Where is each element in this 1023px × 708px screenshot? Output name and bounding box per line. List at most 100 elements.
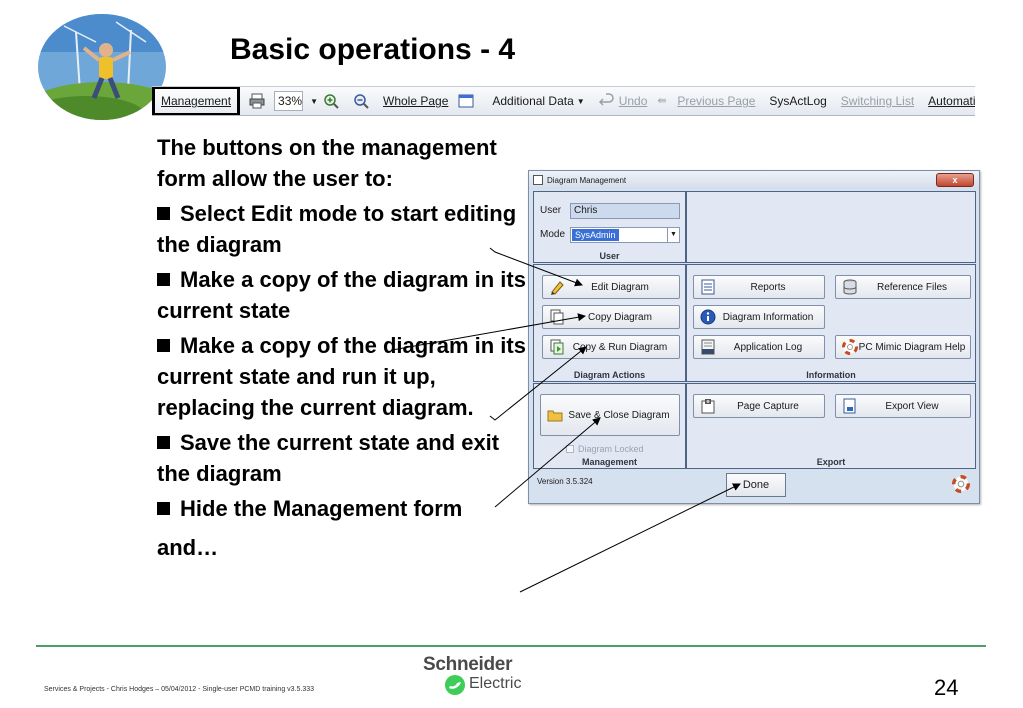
- management-panel: Save & Close Diagram Diagram Locked Mana…: [533, 383, 686, 469]
- sysactlog-label: SysActLog: [769, 94, 827, 108]
- slide-title: Basic operations - 4: [230, 33, 516, 66]
- panel-label: Information: [806, 370, 856, 380]
- print-button[interactable]: [244, 87, 274, 115]
- zoom-out-button[interactable]: [348, 87, 378, 115]
- camera-page-icon: [701, 399, 715, 414]
- window-icon: [458, 94, 474, 108]
- export-view-button[interactable]: Export View: [835, 394, 971, 418]
- page-number: 24: [934, 675, 959, 700]
- export-panel: Page Capture Export View Export: [686, 383, 976, 469]
- help-label: PC Mimic Diagram Help: [858, 341, 966, 353]
- whole-page-label: Whole Page: [383, 94, 449, 108]
- bullet-intro: The buttons on the management form allow…: [157, 135, 497, 191]
- bullet-item: Hide the Management form: [157, 493, 537, 524]
- zoom-dropdown-icon[interactable]: ▼: [310, 96, 318, 106]
- panel-label: Management: [581, 457, 637, 467]
- help-button[interactable]: PC Mimic Diagram Help: [835, 335, 971, 359]
- log-icon: [701, 339, 715, 355]
- reference-files-label: Reference Files: [876, 281, 948, 293]
- application-log-label: Application Log: [733, 341, 803, 353]
- management-button[interactable]: Management: [152, 87, 241, 115]
- bullet-square-icon: [157, 436, 170, 449]
- brand-name: Schneider: [423, 654, 513, 675]
- user-info-panel: [686, 191, 976, 263]
- bullet-trailer: and…: [157, 535, 219, 560]
- page-capture-button[interactable]: Page Capture: [693, 394, 825, 418]
- bullet-square-icon: [157, 502, 170, 515]
- undo-button[interactable]: Undo: [594, 87, 653, 115]
- export-icon: [843, 398, 856, 414]
- close-button[interactable]: x: [936, 173, 974, 187]
- back-arrow-icon: ⇚: [657, 95, 667, 107]
- undo-label: Undo: [618, 94, 648, 108]
- copy-diagram-label: Copy Diagram: [588, 311, 652, 323]
- page-view-button[interactable]: [453, 87, 483, 115]
- printer-icon: [249, 93, 265, 109]
- bullet-text: Make a copy of the diagram in its curren…: [157, 333, 526, 420]
- bullet-square-icon: [157, 207, 170, 220]
- bullet-square-icon: [157, 339, 170, 352]
- chevron-down-icon: ▼: [576, 96, 585, 106]
- application-log-button[interactable]: Application Log: [693, 335, 825, 359]
- copy-icon: [550, 309, 564, 325]
- info-icon: [700, 309, 716, 325]
- lifebuoy-icon: [842, 339, 858, 355]
- bullet-text: Save the current state and exit the diag…: [157, 430, 500, 486]
- sysactlog-button[interactable]: SysActLog: [764, 87, 831, 115]
- done-button[interactable]: Done: [726, 473, 786, 497]
- copy-run-diagram-label: Copy & Run Diagram: [572, 341, 668, 353]
- information-panel: Reports Reference Files Diagram Informat…: [686, 264, 976, 382]
- diagram-locked-label: Diagram Locked: [578, 444, 644, 454]
- bullet-list: The buttons on the management form allow…: [157, 132, 537, 567]
- switching-list-label: Switching List: [840, 94, 915, 108]
- copy-run-diagram-button[interactable]: Copy & Run Diagram: [542, 335, 680, 359]
- bullet-square-icon: [157, 273, 170, 286]
- bullet-text: Make a copy of the diagram in its curren…: [157, 267, 526, 323]
- whole-page-button[interactable]: Whole Page: [378, 87, 453, 115]
- previous-page-label: Previous Page: [677, 94, 756, 108]
- diagram-information-label: Diagram Information: [722, 311, 814, 323]
- diagram-information-button[interactable]: Diagram Information: [693, 305, 825, 329]
- user-panel: User Chris Mode SysAdmin ▼ User: [533, 191, 686, 263]
- report-icon: [701, 279, 715, 295]
- zoom-combo[interactable]: 33%: [274, 91, 304, 111]
- export-view-label: Export View: [885, 400, 939, 412]
- page-capture-label: Page Capture: [737, 400, 799, 412]
- edit-diagram-button[interactable]: Edit Diagram: [542, 275, 680, 299]
- footer-rule: [36, 645, 986, 647]
- reports-button[interactable]: Reports: [693, 275, 825, 299]
- close-icon: x: [952, 175, 958, 185]
- diagram-locked-checkbox[interactable]: Diagram Locked: [566, 444, 644, 454]
- dialog-titlebar[interactable]: Diagram Management x: [529, 171, 979, 189]
- user-label: User: [540, 205, 562, 216]
- mode-select[interactable]: SysAdmin ▼: [570, 227, 680, 243]
- bullet-item: Make a copy of the diagram in its curren…: [157, 264, 537, 326]
- zoom-in-icon: [324, 94, 339, 109]
- zoom-value: 33%: [278, 94, 303, 108]
- undo-icon: [598, 93, 614, 106]
- diagram-toolbar: Management 33% ▼ Whole Page Additional D…: [152, 86, 975, 116]
- management-label: Management: [161, 94, 232, 108]
- additional-data-label: Additional Data: [492, 94, 574, 108]
- checkbox-box: [566, 445, 574, 453]
- diagram-actions-panel: Edit Diagram Copy Diagram Copy & Run Dia…: [533, 264, 686, 382]
- additional-data-menu[interactable]: Additional Data▼: [487, 87, 589, 115]
- user-field[interactable]: Chris: [570, 203, 680, 219]
- switching-list-button[interactable]: Switching List: [836, 87, 919, 115]
- automation-menu[interactable]: Automation▼: [923, 87, 975, 115]
- lifebuoy-icon[interactable]: [952, 475, 970, 493]
- save-close-diagram-label: Save & Close Diagram: [568, 409, 670, 421]
- reference-files-button[interactable]: Reference Files: [835, 275, 971, 299]
- zoom-in-button[interactable]: [318, 87, 348, 115]
- automation-label: Automation: [928, 94, 975, 108]
- bullet-item: Make a copy of the diagram in its curren…: [157, 330, 537, 423]
- mode-label: Mode: [540, 229, 566, 240]
- folder-icon: [547, 410, 563, 422]
- chevron-down-icon[interactable]: ▼: [667, 228, 679, 242]
- previous-page-button[interactable]: ⇚ Previous Page: [652, 87, 760, 115]
- save-close-diagram-button[interactable]: Save & Close Diagram: [540, 394, 680, 436]
- brand-sub: Electric: [469, 675, 522, 692]
- copy-diagram-button[interactable]: Copy Diagram: [542, 305, 680, 329]
- windmill-logo-image: [38, 14, 166, 120]
- footer-text: Services & Projects - Chris Hodges – 05/…: [44, 686, 315, 693]
